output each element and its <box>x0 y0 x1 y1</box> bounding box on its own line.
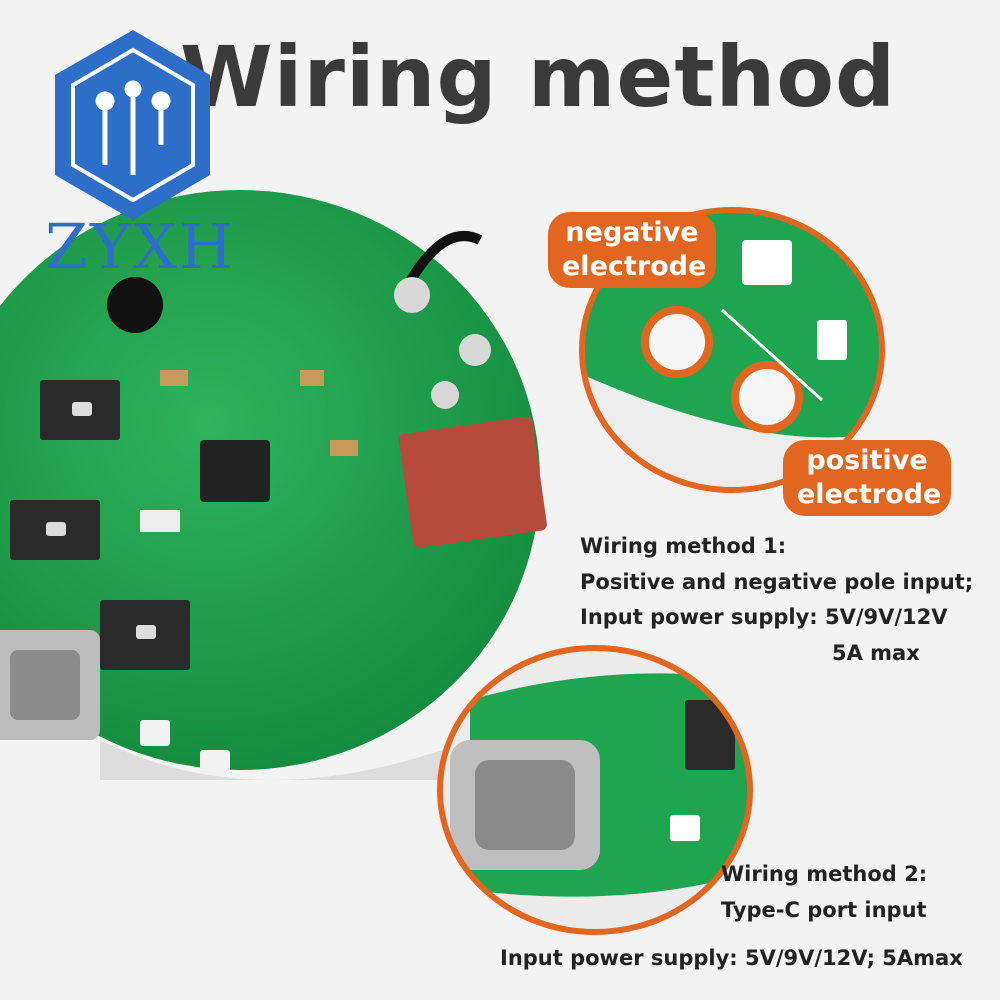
method1-line2: Input power supply: 5V/9V/12V <box>580 605 948 629</box>
method2-line1: Type-C port input <box>721 898 927 922</box>
positive-electrode-label: positive electrode <box>783 440 951 516</box>
method2-heading: Wiring method 2: <box>721 862 928 886</box>
circuit-hexagon-icon <box>55 30 210 220</box>
method2-line2: Input power supply: 5V/9V/12V; 5Amax <box>500 946 963 970</box>
logo-text: ZYXH <box>45 210 236 283</box>
pcb-board-image <box>0 190 547 780</box>
method1-heading: Wiring method 1: <box>580 534 787 558</box>
page-title: Wiring method <box>180 28 897 126</box>
negative-electrode-label: negative electrode <box>548 212 716 288</box>
type-c-closeup-image <box>437 645 753 935</box>
method1-line3: 5A max <box>832 641 920 665</box>
method1-line1: Positive and negative pole input; <box>580 570 974 594</box>
